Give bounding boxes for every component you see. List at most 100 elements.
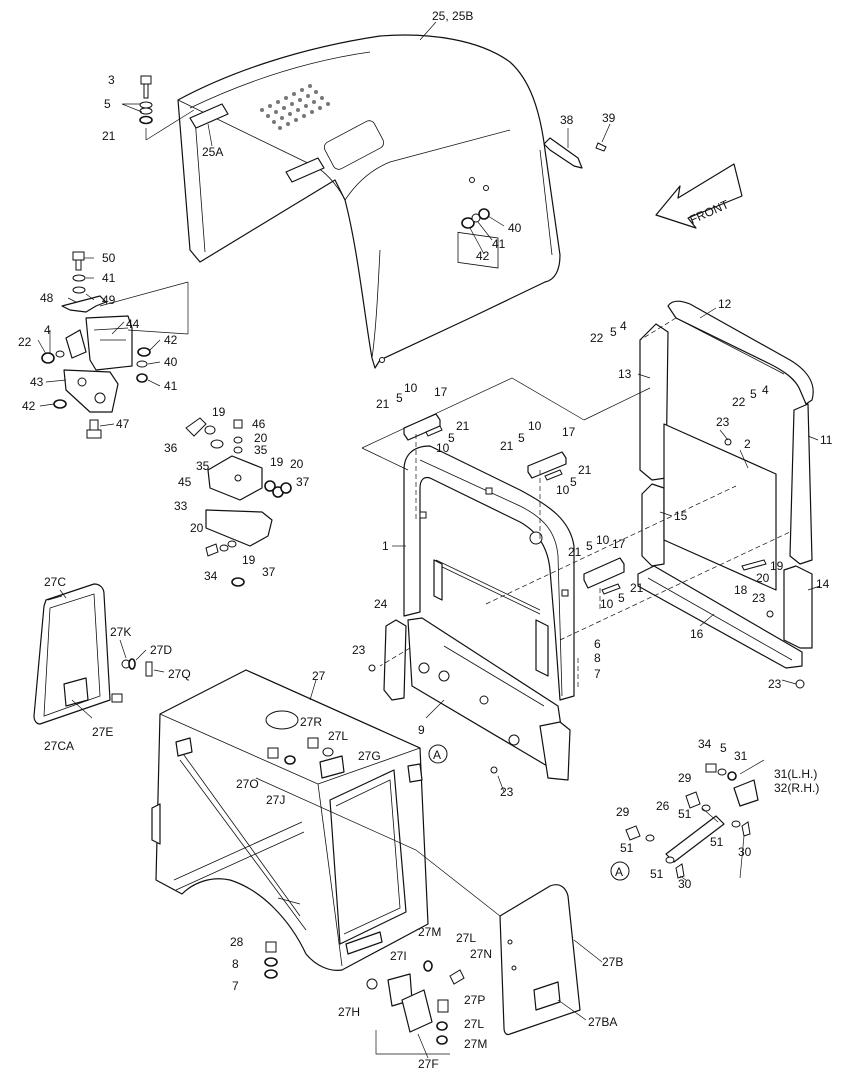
svg-text:A: A: [615, 865, 623, 879]
label-27e: 27E: [92, 725, 113, 739]
label-18: 18: [734, 583, 748, 597]
label-51: 51: [678, 807, 692, 821]
label-37: 37: [296, 475, 310, 489]
label-17: 17: [434, 385, 448, 399]
label-14: 14: [816, 577, 830, 591]
label-27f: 27F: [418, 1057, 439, 1071]
label-33: 33: [174, 499, 188, 513]
label-5f: 5: [518, 431, 525, 445]
label-51b: 51: [620, 841, 634, 855]
label-41c: 41: [164, 379, 178, 393]
label-21e: 21: [578, 463, 592, 477]
label-27l: 27L: [328, 729, 348, 743]
main-housing: [151, 669, 429, 971]
label-27k: 27K: [110, 625, 131, 639]
label-39: 39: [602, 111, 616, 125]
label-21f: 21: [568, 545, 582, 559]
label-20: 20: [756, 571, 770, 585]
label-19d: 19: [242, 553, 256, 567]
label-5c: 5: [750, 387, 757, 401]
label-31: 31: [734, 749, 748, 763]
mount-bracket-assembly: [185, 417, 292, 587]
label-15: 15: [674, 509, 688, 523]
label-27ba: 27BA: [588, 1015, 617, 1029]
label-36: 36: [164, 441, 178, 455]
label-31-lh: 31(L.H.): [774, 767, 817, 781]
label-17c: 17: [612, 537, 626, 551]
label-9: 9: [418, 723, 425, 737]
label-13: 13: [618, 367, 632, 381]
label-27d: 27D: [150, 643, 172, 657]
label-21c: 21: [456, 419, 470, 433]
label-28: 28: [230, 935, 244, 949]
assembly-guide-lines: [99, 109, 791, 1055]
label-5: 5: [104, 97, 111, 111]
label-30: 30: [738, 845, 752, 859]
label-20b: 20: [254, 431, 268, 445]
label-34: 34: [204, 569, 218, 583]
label-7b: 7: [232, 979, 239, 993]
label-1: 1: [382, 539, 389, 553]
label-51c: 51: [710, 835, 724, 849]
label-23c: 23: [352, 643, 366, 657]
label-27i: 27I: [390, 949, 407, 963]
label-32-rh: 32(R.H.): [774, 781, 819, 795]
label-45: 45: [178, 475, 192, 489]
label-4c: 4: [762, 383, 769, 397]
label-27m: 27M: [418, 925, 441, 939]
label-25a: 25A: [202, 145, 223, 159]
label-27r: 27R: [300, 715, 322, 729]
label-8: 8: [594, 651, 601, 665]
label-2: 2: [744, 437, 751, 451]
label-46: 46: [252, 417, 266, 431]
label-29b: 29: [616, 805, 630, 819]
label-40b: 40: [164, 355, 178, 369]
label-27g: 27G: [358, 749, 381, 763]
label-5b: 5: [610, 325, 617, 339]
label-10d: 10: [556, 483, 570, 497]
label-37b: 37: [262, 565, 276, 579]
label-27o: 27O: [236, 777, 259, 791]
part-number-labels: 25, 25B 3 5 21 25A 38 39 40 41 42 50 41 …: [18, 9, 833, 1071]
label-19: 19: [770, 559, 784, 573]
label-21d: 21: [500, 439, 514, 453]
label-16: 16: [690, 627, 704, 641]
label-29: 29: [678, 771, 692, 785]
label-5h: 5: [586, 539, 593, 553]
label-5i: 5: [618, 591, 625, 605]
hood-fasteners: [461, 208, 490, 229]
label-5d: 5: [396, 391, 403, 405]
label-27q: 27Q: [168, 667, 191, 681]
reference-marker-a2: A: [610, 861, 630, 881]
label-22: 22: [18, 335, 32, 349]
label-42c: 42: [22, 399, 36, 413]
label-41: 41: [492, 237, 506, 251]
label-5e: 5: [448, 431, 455, 445]
label-40: 40: [508, 221, 522, 235]
label-34b: 34: [698, 737, 712, 751]
front-frame: [403, 445, 575, 701]
label-4b: 4: [620, 319, 627, 333]
label-5j: 5: [720, 741, 727, 755]
label-30b: 30: [678, 877, 692, 891]
label-27c: 27C: [44, 575, 66, 589]
label-22c: 22: [732, 395, 746, 409]
label-27l-c: 27L: [464, 1017, 484, 1031]
label-49: 49: [102, 293, 116, 307]
label-10f: 10: [600, 597, 614, 611]
door-latch-assembly: [264, 941, 465, 1045]
label-23: 23: [716, 415, 730, 429]
gas-strut-assembly: [625, 763, 759, 879]
label-21b: 21: [376, 397, 390, 411]
label-25-25b: 25, 25B: [432, 9, 473, 23]
label-21: 21: [102, 129, 116, 143]
side-door: [499, 884, 581, 1036]
label-48: 48: [40, 291, 54, 305]
lower-panel: [368, 617, 571, 781]
label-50: 50: [102, 251, 116, 265]
label-5g: 5: [570, 475, 577, 489]
label-51d: 51: [650, 867, 664, 881]
front-direction-arrow: FRONT: [655, 163, 743, 229]
grab-handle: [543, 137, 607, 169]
label-27b: 27B: [602, 955, 623, 969]
